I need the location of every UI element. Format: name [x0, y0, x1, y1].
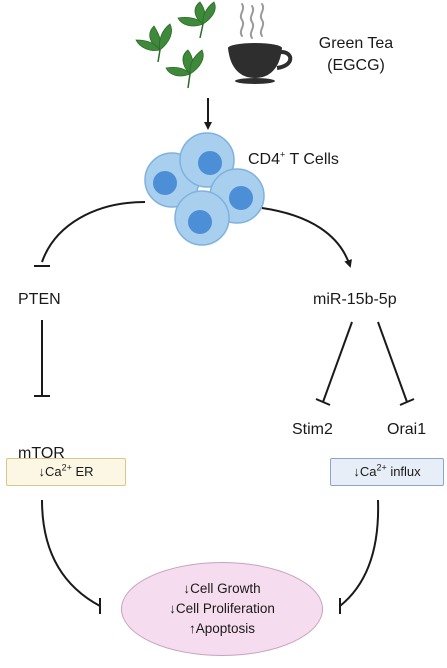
- mtor-label: mTOR: [18, 444, 65, 464]
- ca-influx-box: ↓Ca2+ influx: [330, 458, 444, 486]
- arrow-cells-to-mirna: [261, 207, 352, 268]
- tea-leaves-icon: [135, 1, 216, 89]
- inhibit-mirna-to-orai1: [377, 321, 408, 403]
- egcg-label: (EGCG): [327, 57, 385, 74]
- orai1-label: Orai1: [387, 421, 427, 438]
- steam-icon: [239, 3, 265, 39]
- outcome-cell-growth: ↓Cell Growth: [183, 581, 261, 596]
- ca-influx-ion: Ca: [359, 464, 377, 479]
- t-cells-label-main: CD4: [248, 151, 281, 168]
- ca-er-box: ↓Ca2+ ER: [6, 458, 126, 486]
- ca-er-arrow: ↓: [38, 464, 45, 479]
- teacup-icon: [228, 43, 293, 84]
- mirna-label: miR-15b-5p: [313, 291, 397, 308]
- green-tea-title: Green Tea: [318, 35, 394, 52]
- t-cells-label-rest: T Cells: [285, 151, 339, 168]
- outcome-ellipse: ↓Cell Growth ↓Cell Proliferation ↑Apopto…: [121, 562, 323, 656]
- ca-influx-charge: 2+: [376, 462, 387, 473]
- ca-influx-text: influx: [386, 464, 421, 479]
- t-cells-label: CD4+ T Cells: [248, 150, 339, 170]
- inhibit-cells-to-pten: [41, 201, 146, 263]
- ca-er-charge: 2+: [61, 462, 72, 473]
- inhibit-influx-to-outcome: [339, 499, 380, 607]
- ca-er-ion: Ca: [44, 464, 62, 479]
- mtor-text: mTOR: [18, 445, 65, 462]
- t-cells-label-sup: +: [280, 149, 286, 160]
- inhibit-er-to-outcome: [41, 499, 101, 607]
- green-tea-label: Green Tea (EGCG): [310, 33, 402, 77]
- t-cells-icon: [144, 132, 265, 246]
- outcome-apoptosis: ↑Apoptosis: [188, 621, 256, 636]
- ca-influx-arrow: ↓: [353, 464, 360, 479]
- ca-er-text: ER: [71, 464, 94, 479]
- inhibit-mirna-to-stim2: [322, 321, 353, 403]
- stim2-label: Stim2: [292, 421, 333, 438]
- pten-label: PTEN: [18, 291, 61, 308]
- outcome-cell-proliferation: ↓Cell Proliferation: [169, 601, 275, 616]
